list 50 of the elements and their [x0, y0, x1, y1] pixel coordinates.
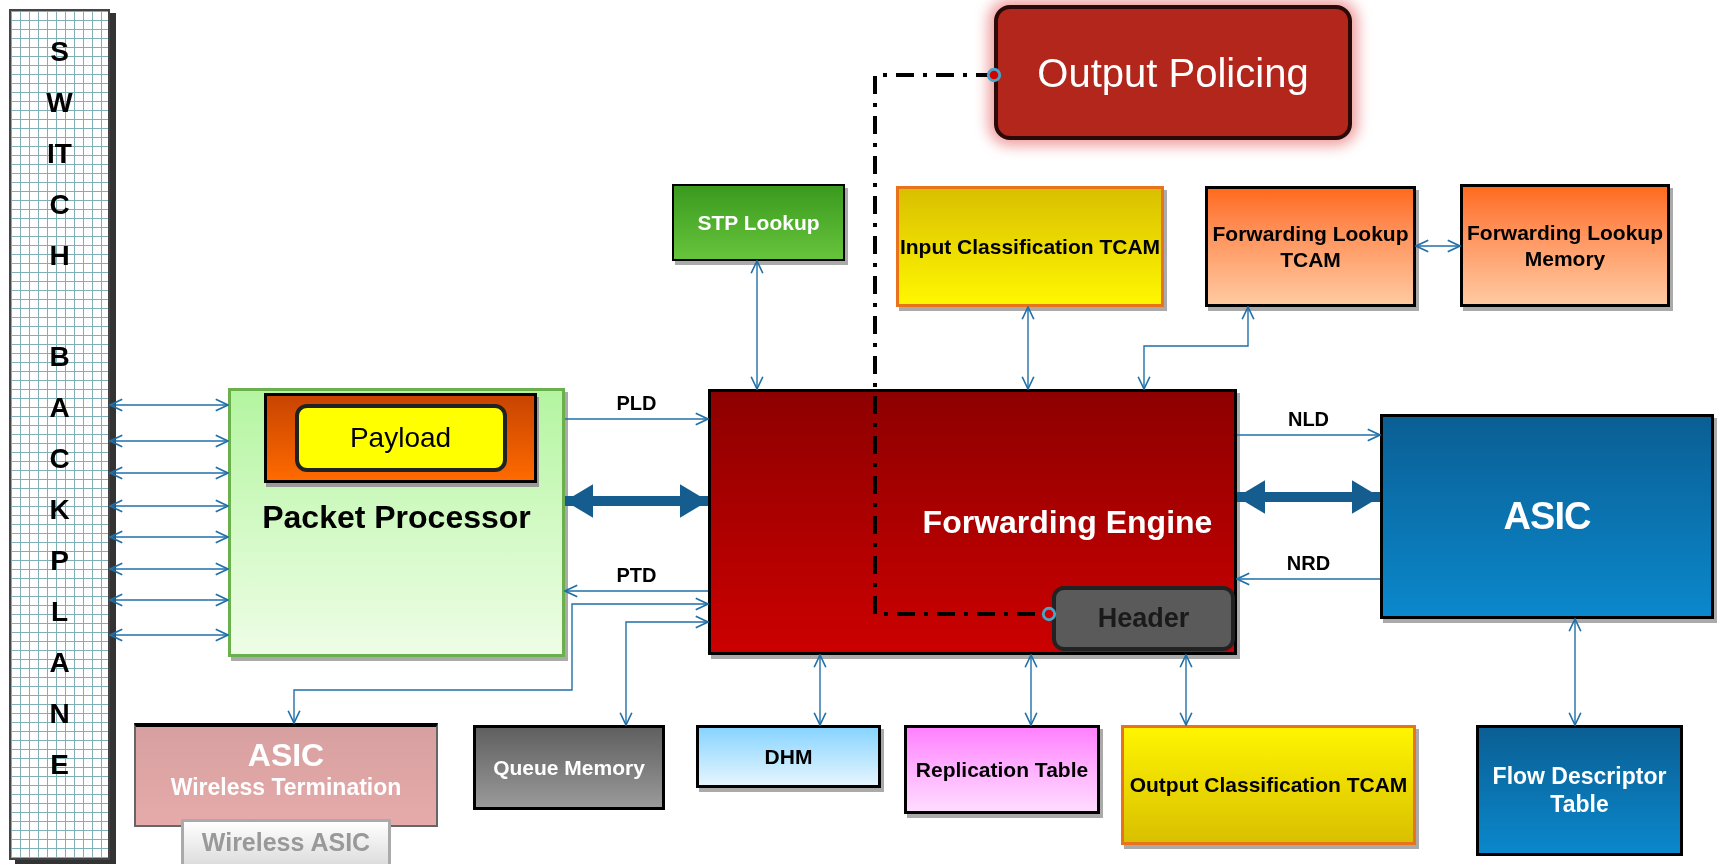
double-arrow: [750, 260, 764, 390]
box-label: Wireless ASIC: [201, 827, 371, 858]
arrow: [1236, 572, 1381, 586]
double-arrow: [1021, 306, 1035, 390]
double-arrow: [1024, 654, 1038, 726]
double-arrow: [287, 597, 709, 724]
double-arrow: [109, 530, 229, 544]
box-label: Forwarding Lookup Memory: [1466, 220, 1664, 271]
box-label: Output Classification TCAM: [1129, 772, 1408, 798]
arrow: [1236, 428, 1381, 442]
double-arrow: [109, 466, 229, 480]
double-arrow: [109, 593, 229, 607]
double-arrow: [109, 398, 229, 412]
box-label: Flow Descriptor Table: [1491, 762, 1668, 819]
arrow: [564, 412, 709, 426]
double-arrow: [1415, 239, 1461, 253]
asic-box: [134, 723, 438, 827]
double-arrow: [1137, 306, 1255, 390]
box-label: Header: [1097, 602, 1190, 636]
box-label: Wireless Termination: [170, 773, 402, 802]
double-arrow: [1568, 618, 1582, 726]
box-label: ASIC: [247, 737, 325, 774]
box-label: Forwarding Engine: [922, 503, 1213, 542]
box-label: Packet Processor: [262, 497, 531, 537]
double-arrow: [1179, 654, 1193, 726]
double-arrow: [813, 654, 827, 726]
header-box: [1052, 586, 1235, 651]
box-label: ASIC: [1503, 494, 1591, 539]
policing-box: [994, 5, 1352, 140]
box-label: Forwarding Lookup TCAM: [1211, 221, 1410, 272]
double-arrow: [109, 434, 229, 448]
box-label: Payload: [349, 421, 452, 455]
dash-dot-line: [873, 67, 1057, 622]
double-arrow: [109, 562, 229, 576]
vertical-label: SWITCH BACKPLANE: [45, 35, 74, 782]
table-box: [1476, 725, 1683, 856]
asic-box: [181, 819, 391, 864]
thick-double-arrow: [565, 484, 708, 518]
box-label: Queue Memory: [493, 754, 645, 781]
arrow: [564, 584, 709, 598]
double-arrow: [109, 499, 229, 513]
box-label: Replication Table: [915, 756, 1089, 783]
box-label: Input Classification TCAM: [899, 233, 1161, 260]
double-arrow: [619, 615, 709, 726]
thick-double-arrow: [1237, 480, 1380, 514]
box-label: Output Policing: [1037, 49, 1309, 97]
box-label: STP Lookup: [697, 209, 820, 236]
double-arrow: [109, 628, 229, 642]
box-label: DHM: [764, 743, 813, 770]
memory-box: [473, 725, 665, 810]
